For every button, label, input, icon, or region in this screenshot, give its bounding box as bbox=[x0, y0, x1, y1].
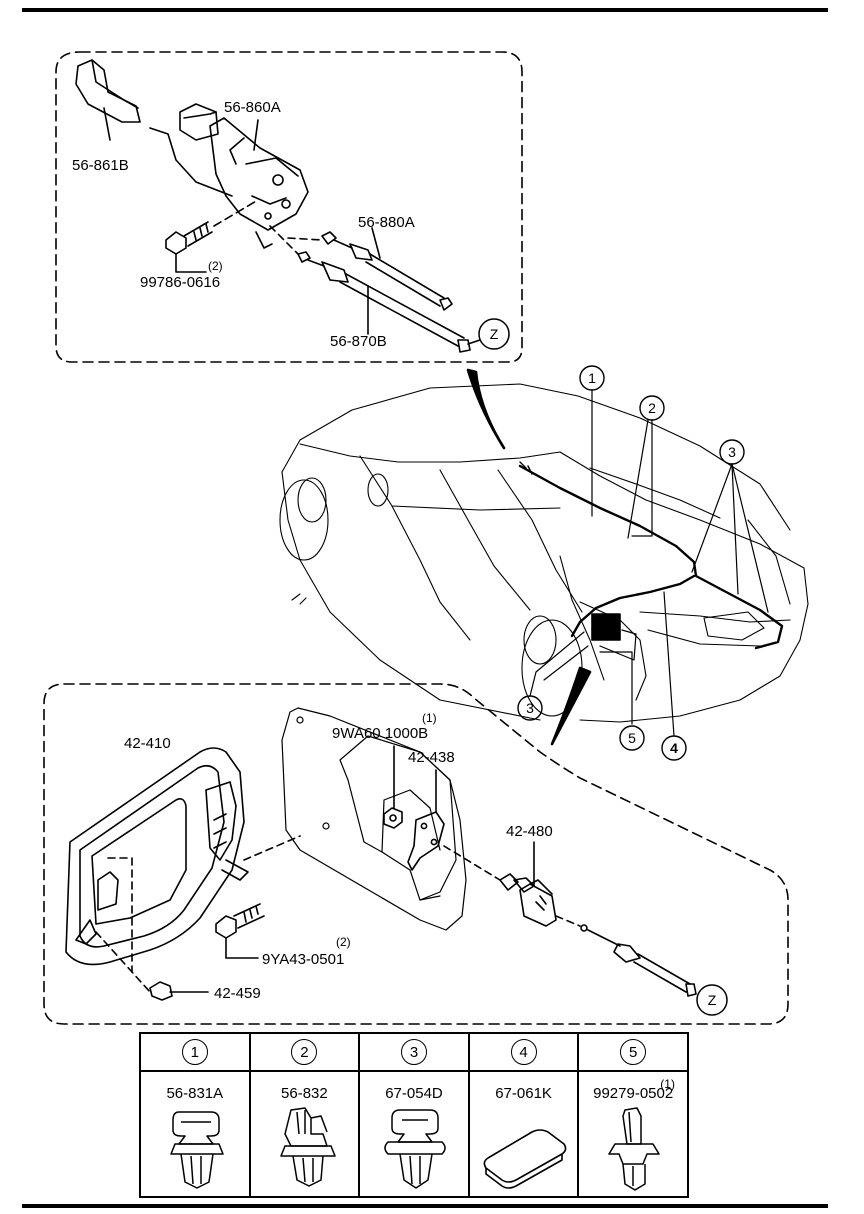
label-56-860A: 56-860A bbox=[224, 99, 281, 116]
ref-marker-z-bottom: Z bbox=[696, 984, 728, 1016]
legend-part-1: 56-831A bbox=[166, 1085, 224, 1102]
cable-harness-routing bbox=[518, 464, 784, 650]
lock-cable-part bbox=[580, 924, 697, 997]
pointer-arrow-top bbox=[466, 368, 506, 450]
legend-col-2: 2 56-832 bbox=[250, 1034, 361, 1196]
label-42-438: 42-438 bbox=[408, 749, 455, 766]
callout-3-top: 3 bbox=[728, 444, 736, 460]
lock-actuator-part bbox=[499, 841, 557, 927]
nut-part bbox=[383, 745, 403, 829]
callout-4: 4 bbox=[670, 740, 678, 756]
legend-part-4: 67-061K bbox=[495, 1085, 552, 1102]
fuel-lid-opening bbox=[591, 613, 621, 641]
bottom-detail-frame bbox=[43, 683, 789, 1025]
pad-icon-4 bbox=[483, 1129, 567, 1189]
callout-2: 2 bbox=[648, 400, 656, 416]
clip-icon-5 bbox=[608, 1107, 661, 1191]
legend-part-3: 67-054D bbox=[385, 1085, 443, 1102]
clip-icon-3 bbox=[384, 1109, 446, 1189]
legend-col-4: 4 67-061K bbox=[469, 1034, 580, 1196]
pointer-arrow-bottom bbox=[550, 666, 592, 746]
legend-number-3: 3 bbox=[400, 1039, 427, 1065]
clip-legend-table: 1 56-831A 2 56-832 3 bbox=[139, 1032, 689, 1198]
legend-number-5: 5 bbox=[620, 1039, 647, 1065]
bumper-part bbox=[149, 981, 209, 1001]
label-99786-0616: 99786-0616 bbox=[140, 274, 220, 291]
label-56-870B: 56-870B bbox=[330, 333, 387, 350]
fuel-cable-part bbox=[297, 251, 481, 353]
label-56-880A: 56-880A bbox=[358, 214, 415, 231]
label-nut-qty: (1) bbox=[422, 711, 437, 725]
legend-number-1: 1 bbox=[181, 1039, 208, 1065]
label-9WA60-1000B: 9WA60 1000B bbox=[332, 725, 428, 742]
label-bolt-qty-bottom: (2) bbox=[336, 935, 351, 949]
ref-marker-z-top: Z bbox=[478, 318, 510, 350]
legend-number-4: 4 bbox=[510, 1039, 537, 1065]
callout-3-bottom: 3 bbox=[526, 700, 534, 716]
label-56-861B: 56-861B bbox=[72, 157, 129, 174]
bottom-rule bbox=[22, 1204, 828, 1208]
legend-part-2: 56-832 bbox=[281, 1085, 328, 1102]
trunk-cable-part bbox=[321, 227, 453, 311]
spring-part bbox=[407, 769, 445, 871]
opener-bolt-part bbox=[165, 221, 213, 273]
legend-number-2: 2 bbox=[291, 1039, 318, 1065]
label-42-459: 42-459 bbox=[214, 985, 261, 1002]
label-bolt-qty-top: (2) bbox=[208, 259, 223, 273]
car-body bbox=[279, 383, 809, 723]
fuel-lid-part bbox=[65, 747, 249, 966]
legend-col-1: 1 56-831A bbox=[141, 1034, 251, 1196]
legend-col-5: 5 (1)99279-0502 bbox=[579, 1034, 687, 1196]
legend-col-3: 3 67-054D bbox=[360, 1034, 470, 1196]
callout-1: 1 bbox=[588, 370, 596, 386]
opener-cover-part bbox=[75, 59, 141, 141]
callout-5: 5 bbox=[628, 730, 636, 746]
legend-part-5: 99279-0502 bbox=[593, 1085, 674, 1102]
top-detail-frame bbox=[55, 51, 523, 363]
top-rule bbox=[22, 8, 828, 12]
clip-icon-1 bbox=[170, 1111, 224, 1189]
clip-icon-2 bbox=[279, 1107, 336, 1187]
svg-text:Z: Z bbox=[490, 326, 499, 342]
svg-text:Z: Z bbox=[708, 992, 717, 1008]
label-9YA43-0501: 9YA43-0501 bbox=[262, 951, 344, 968]
fuel-lid-bolt-part bbox=[215, 903, 265, 959]
label-42-410: 42-410 bbox=[124, 735, 171, 752]
label-42-480: 42-480 bbox=[506, 823, 553, 840]
opener-lever-part bbox=[149, 103, 309, 249]
